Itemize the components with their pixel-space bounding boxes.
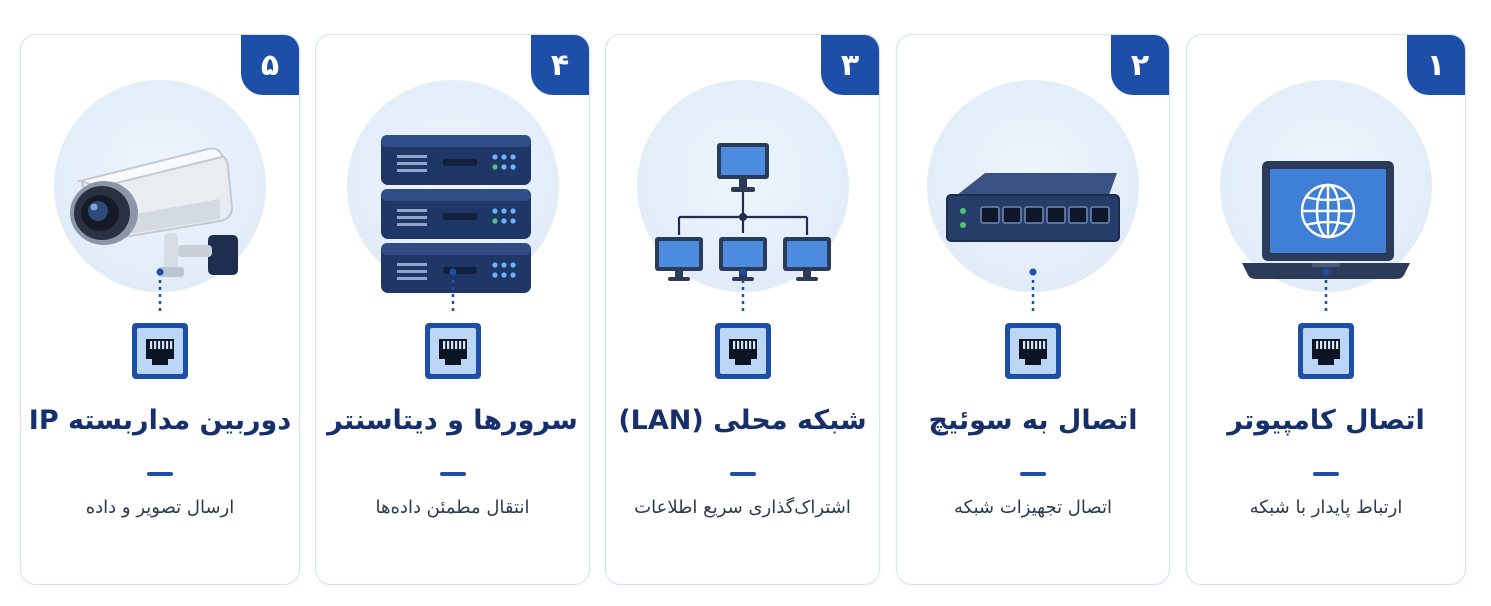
step-number-badge: ۴ — [531, 35, 589, 95]
card-switch: ۲ — [896, 34, 1170, 585]
title-divider — [1020, 472, 1046, 476]
server-rack-icon — [353, 95, 553, 295]
step-number-badge: ۳ — [821, 35, 879, 95]
dotted-connector — [1321, 267, 1331, 323]
title-divider — [729, 472, 756, 476]
card-servers: ۴ — [315, 34, 590, 585]
dotted-connector — [738, 267, 748, 323]
title-divider — [147, 472, 173, 476]
dotted-connector — [448, 267, 458, 323]
card-title: اتصال به سوئیچ — [928, 405, 1138, 436]
ethernet-port-icon — [713, 321, 773, 381]
card-subtitle: اشتراک‌گذاری سریع اطلاعات — [634, 497, 851, 518]
ethernet-port-icon — [130, 321, 190, 381]
lan-topology-icon — [643, 95, 843, 295]
title-divider — [1313, 472, 1339, 476]
laptop-globe-icon — [1226, 95, 1426, 295]
step-number-badge: ۵ — [241, 35, 299, 95]
title-divider — [439, 472, 466, 476]
card-title: دوربین مداربسته IP — [28, 405, 292, 436]
card-subtitle: انتقال مطمئن داده‌ها — [375, 497, 530, 518]
ethernet-port-icon — [1296, 321, 1356, 381]
network-switch-icon — [933, 95, 1133, 295]
card-title: سرورها و دیتاسنتر — [327, 405, 578, 436]
card-title: شبکه محلی (LAN) — [618, 405, 867, 436]
ethernet-port-icon — [423, 321, 483, 381]
card-subtitle: ارتباط پایدار با شبکه — [1249, 497, 1403, 518]
card-subtitle: اتصال تجهیزات شبکه — [954, 497, 1112, 518]
card-title: اتصال کامپیوتر — [1227, 405, 1425, 436]
step-number-badge: ۱ — [1407, 35, 1465, 95]
card-lan: ۳ — [605, 34, 880, 585]
dotted-connector — [155, 267, 165, 323]
card-subtitle: ارسال تصویر و داده — [85, 497, 235, 518]
ethernet-port-icon — [1003, 321, 1063, 381]
step-number-badge: ۲ — [1111, 35, 1169, 95]
card-ip-camera: ۵ — [20, 34, 300, 585]
card-computer: ۱ — [1186, 34, 1466, 585]
ip-camera-icon — [60, 95, 260, 295]
dotted-connector — [1028, 267, 1038, 323]
